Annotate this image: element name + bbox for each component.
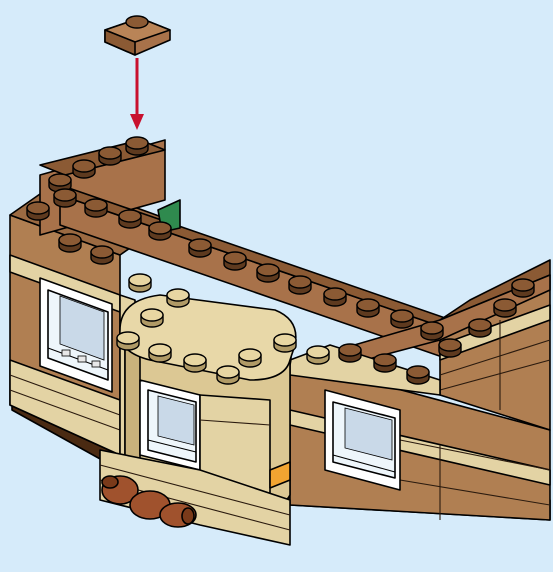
- stud: [91, 246, 113, 264]
- stud: [85, 199, 107, 217]
- stud: [141, 309, 163, 327]
- stud: [289, 276, 311, 294]
- stud: [167, 289, 189, 307]
- placement-arrow: [130, 58, 144, 130]
- stud: [391, 310, 413, 328]
- stud: [54, 189, 76, 207]
- stud: [189, 239, 211, 257]
- stud: [324, 288, 346, 306]
- stud: [117, 332, 139, 350]
- stud: [374, 354, 396, 372]
- stud: [129, 274, 151, 292]
- stud: [494, 299, 516, 317]
- stud: [126, 137, 148, 155]
- stud: [184, 354, 206, 372]
- stud: [59, 234, 81, 252]
- stud: [239, 349, 261, 367]
- stud: [149, 222, 171, 240]
- stud: [149, 344, 171, 362]
- stud: [469, 319, 491, 337]
- stud: [307, 346, 329, 364]
- stud: [73, 160, 95, 178]
- stud: [339, 344, 361, 362]
- stud: [407, 366, 429, 384]
- stud: [439, 339, 461, 357]
- new-part-plate: [105, 16, 170, 55]
- stud: [27, 202, 49, 220]
- stud: [119, 210, 141, 228]
- stud: [274, 334, 296, 352]
- stud: [217, 366, 239, 384]
- stud: [99, 147, 121, 165]
- stud: [357, 299, 379, 317]
- stud: [512, 279, 534, 297]
- stud: [257, 264, 279, 282]
- stud: [421, 322, 443, 340]
- stud: [224, 252, 246, 270]
